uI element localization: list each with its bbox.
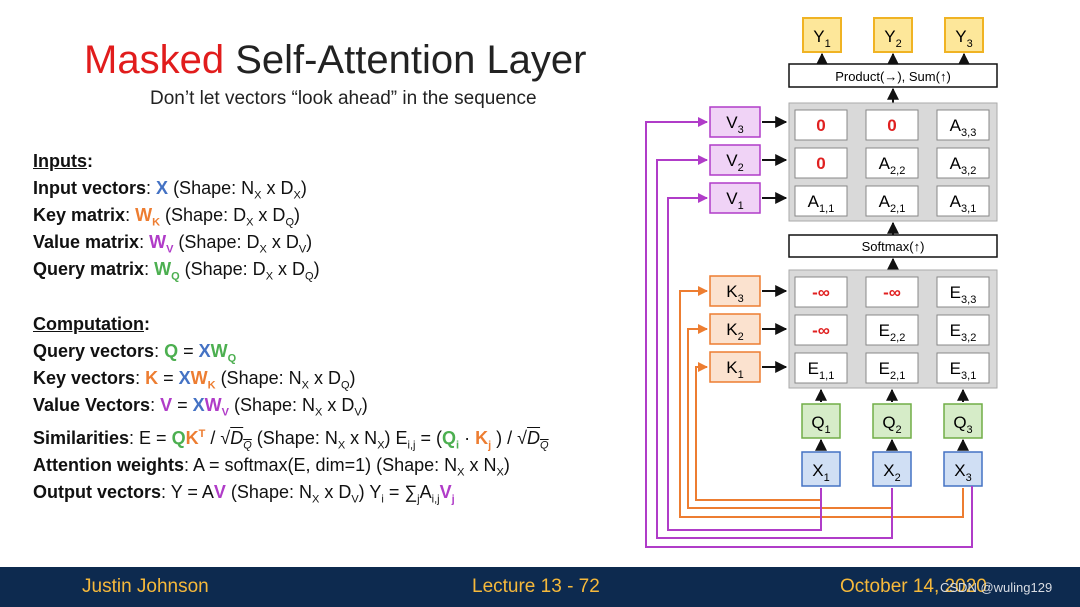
attention-cell	[865, 185, 919, 217]
similarity-cell	[794, 314, 848, 346]
watermark: CSDN @wuling129	[940, 580, 1053, 595]
attention-cell	[936, 109, 990, 141]
product-sum-label: Product(→), Sum(↑)	[835, 69, 951, 84]
similarity-cell	[865, 276, 919, 308]
value-vectors-line: Value Vectors: V = XWV (Shape: NX x DV)	[33, 395, 368, 419]
inputs-heading: Inputs:	[33, 151, 93, 171]
title-masked: Masked	[84, 38, 225, 82]
slide-title: Masked Self-Attention Layer	[84, 38, 587, 83]
similarity-cell	[865, 314, 919, 346]
attention-cell	[794, 185, 848, 217]
similarity-cell	[794, 352, 848, 384]
similarity-cell	[936, 276, 990, 308]
similarity-cell	[794, 276, 848, 308]
footer-lecture: Lecture 13 - 72	[472, 576, 600, 597]
query-vectors-line: Query vectors: Q = XWQ	[33, 341, 237, 365]
footer-author: Justin Johnson	[82, 576, 209, 597]
value-vector-boxes: V3 V2 V1	[709, 106, 761, 214]
input-vectors-line: Input vectors: X (Shape: NX x DX)	[33, 178, 307, 202]
attention-cell	[865, 147, 919, 179]
value-connectors	[645, 117, 973, 548]
attention-cell	[794, 147, 848, 179]
attention-weights-line: Attention weights: A = softmax(E, dim=1)…	[33, 455, 510, 479]
softmax-label: Softmax(↑)	[862, 239, 925, 254]
similarity-cell	[936, 352, 990, 384]
title-rest: Self-Attention Layer	[235, 38, 587, 82]
similarity-cell	[936, 314, 990, 346]
softmax-box	[788, 234, 998, 258]
similarity-cell-label: -∞	[883, 283, 901, 302]
y-output-boxes: Y1 Y2 Y3	[802, 17, 984, 53]
key-vector-boxes: K3 K2 K1	[709, 275, 761, 383]
product-sum-box	[788, 63, 998, 88]
input-vector-boxes: X1 X2 X3	[801, 451, 983, 487]
slide-subtitle: Don’t let vectors “look ahead” in the se…	[150, 88, 537, 109]
footer-bar: Justin Johnson Lecture 13 - 72 October 1…	[0, 567, 1080, 607]
value-matrix-line: Value matrix: WV (Shape: DX x DV)	[33, 232, 313, 256]
key-vectors-line: Key vectors: K = XWK (Shape: NX x DQ)	[33, 368, 356, 392]
attention-cell-label: 0	[816, 116, 825, 135]
attention-cell	[865, 109, 919, 141]
output-vectors-line: Output vectors: Y = AV (Shape: NX x DV) …	[33, 482, 455, 506]
similarities-line: Similarities: E = QKT / √DQ (Shape: NX x…	[33, 428, 549, 452]
key-matrix-line: Key matrix: WK (Shape: DX x DQ)	[33, 205, 300, 229]
attention-cell	[794, 109, 848, 141]
query-matrix-line: Query matrix: WQ (Shape: DX x DQ)	[33, 259, 320, 283]
attention-cell	[936, 147, 990, 179]
similarity-cell-label: -∞	[812, 283, 830, 302]
similarity-cell-label: -∞	[812, 321, 830, 340]
query-vector-boxes: Q1 Q2 Q3	[801, 403, 983, 439]
similarity-cell	[865, 352, 919, 384]
attention-cell-label: 0	[816, 154, 825, 173]
footer-date: October 14, 2020	[840, 576, 987, 597]
attention-cell-label: 0	[887, 116, 896, 135]
computation-heading: Computation:	[33, 314, 150, 334]
attention-cell	[936, 185, 990, 217]
